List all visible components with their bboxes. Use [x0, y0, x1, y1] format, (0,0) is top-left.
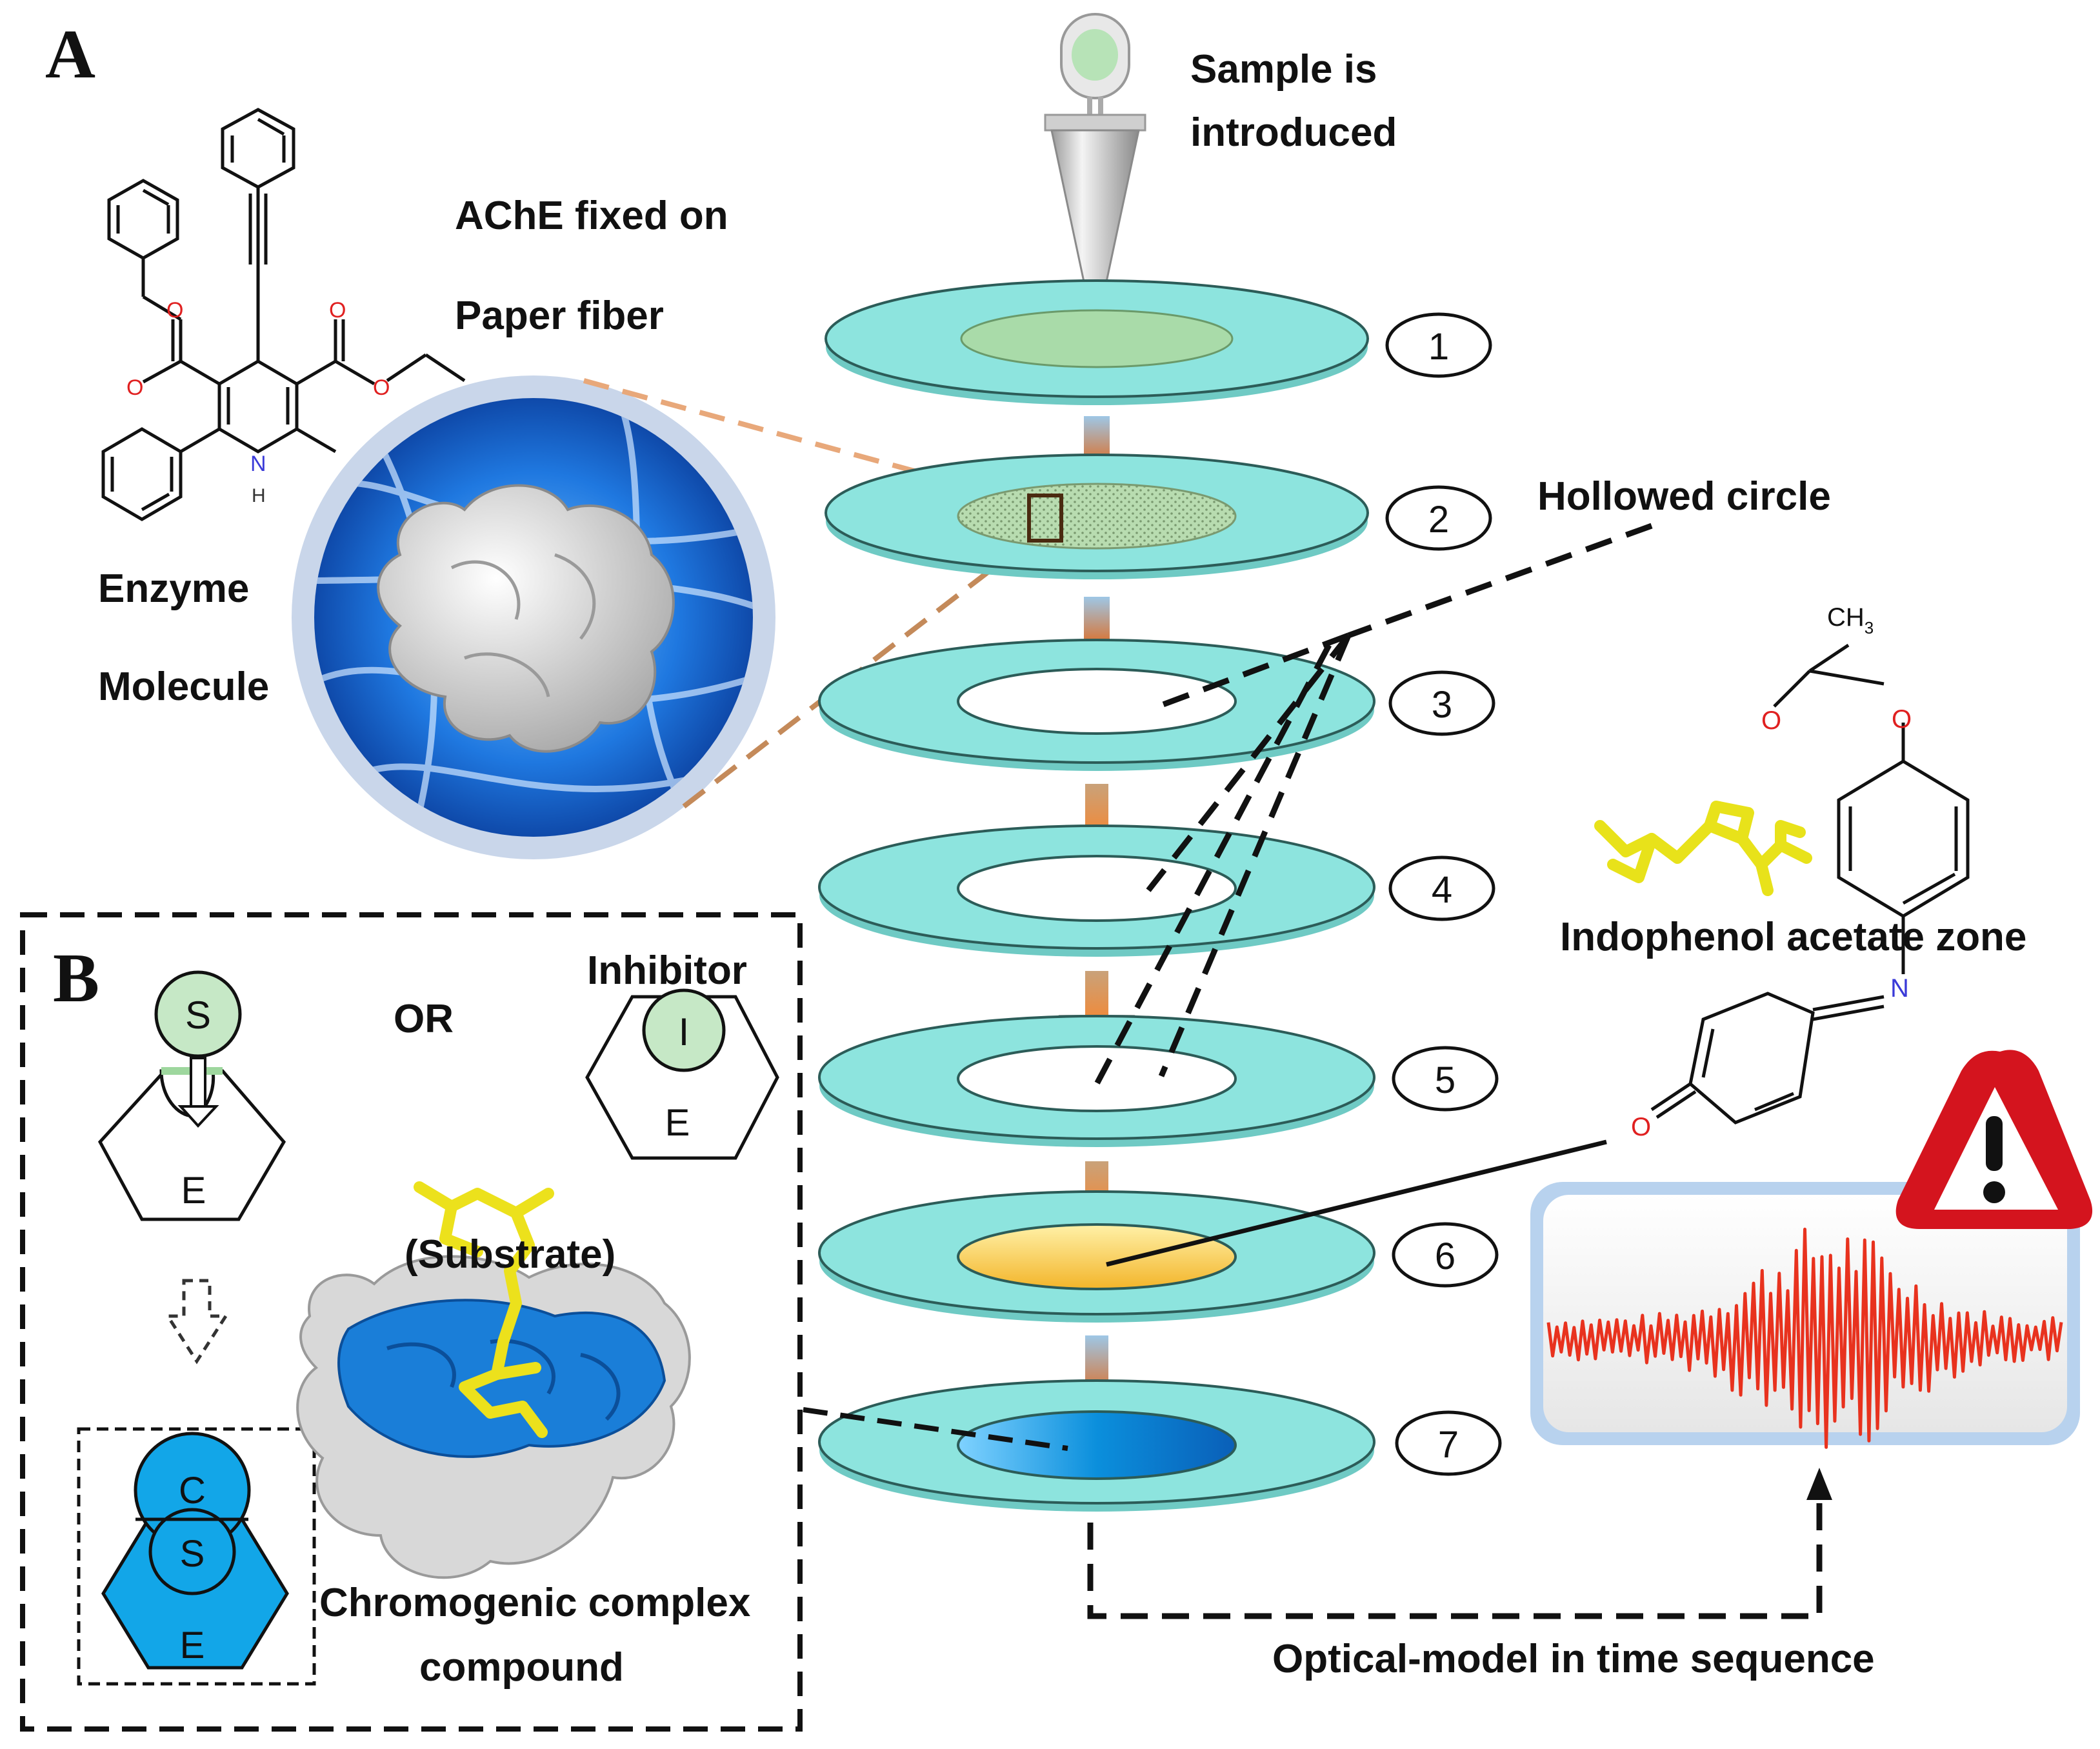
hollow-zone [957, 855, 1237, 922]
or-label: OR [394, 997, 454, 1041]
substrate-symbol: S [185, 994, 211, 1037]
chromogenic-label-line-1: Chromogenic complex [319, 1581, 751, 1625]
layer-number-2: 2 [1385, 485, 1492, 551]
atom-oxygen: O [329, 298, 346, 323]
zoom-marker [1027, 494, 1063, 543]
pipette-icon [1044, 13, 1146, 298]
enzyme-symbol: E [181, 1170, 206, 1212]
atom-carbon-methyl: CH3 [1827, 603, 1874, 637]
enzyme-label: Enzyme Molecule [98, 566, 269, 709]
chromogenic-zone [957, 1410, 1237, 1480]
layer-disc-4 [818, 825, 1375, 957]
atom-oxygen: O [373, 375, 390, 400]
chromogenic-label-line-2: compound [419, 1645, 624, 1690]
sample-label-line-2: introduced [1190, 110, 1397, 155]
layer-number-6: 6 [1392, 1222, 1499, 1288]
atom-hydrogen: H [252, 485, 266, 506]
svg-text:4: 4 [1432, 869, 1452, 911]
inhibitor-label: Inhibitor [587, 948, 747, 993]
inhibitor-enzyme-schematic: I E [585, 988, 779, 1160]
sample-label: Sample is introduced [1190, 47, 1397, 155]
enzyme-symbol: E [665, 1102, 690, 1144]
layer-number-4: 4 [1388, 855, 1495, 921]
layer-disc-6 [818, 1190, 1375, 1323]
svg-text:1: 1 [1428, 326, 1449, 368]
atom-oxygen: O [1892, 705, 1912, 734]
substrate-label: (Substrate) [405, 1232, 615, 1277]
indophenol-zone-label: Indophenol acetate zone [1560, 915, 2026, 959]
warning-icon [1895, 1050, 2093, 1229]
dihydropyridine-structure [101, 108, 466, 521]
atom-nitrogen: N [250, 452, 266, 476]
layer-number-5: 5 [1392, 1046, 1499, 1112]
enzyme-fiber-circle [292, 375, 775, 859]
layer-number-3: 3 [1388, 670, 1495, 736]
layer-number-7: 7 [1395, 1410, 1502, 1476]
sample-label-line-1: Sample is [1190, 47, 1377, 92]
hollowed-circle-leaders [1094, 523, 1653, 1086]
ache-label-line-1: AChE fixed on [455, 194, 728, 238]
atom-oxygen: O [1631, 1113, 1651, 1141]
enzyme-label-line-1: Enzyme [98, 566, 249, 611]
indophenol-acetate-structure [1650, 643, 1970, 1124]
atom-oxygen: O [166, 298, 183, 323]
indophenol-zone [957, 1223, 1237, 1290]
atom-nitrogen: N [1890, 974, 1909, 1003]
panel-b-leader [803, 1407, 1068, 1451]
complex-symbol-e: E [180, 1624, 205, 1666]
protein-substrate-render [296, 1181, 691, 1579]
panel-label-b: B [53, 940, 99, 1017]
svg-text:3: 3 [1432, 684, 1452, 726]
optical-model-label: Optical-model in time sequence [1272, 1637, 1875, 1681]
substrate-enzyme-schematic: S E [97, 970, 286, 1221]
sample-zone [960, 309, 1234, 368]
svg-text:6: 6 [1435, 1235, 1455, 1277]
indophenol-leader [1106, 1139, 1607, 1267]
process-arrow-icon [165, 1279, 229, 1364]
complex-symbol-c: C [179, 1470, 206, 1512]
stick-molecule-yellow [1594, 801, 1812, 896]
ache-label-line-2: Paper fiber [455, 294, 664, 338]
layer-disc-2 [825, 454, 1369, 579]
complex-frame [77, 1427, 316, 1686]
svg-text:7: 7 [1438, 1424, 1459, 1466]
signal-monitor [1530, 1182, 2080, 1449]
hollow-zone [957, 668, 1237, 735]
zoom-leader-top [583, 378, 998, 496]
layer-stack [818, 279, 1375, 1512]
layer-disc-7 [818, 1379, 1375, 1512]
signal-waveform [1546, 1227, 2063, 1449]
panel-b-frame [20, 912, 803, 1732]
atom-oxygen: O [126, 375, 143, 400]
enzyme-label-line-2: Molecule [98, 665, 269, 709]
chromogenic-label: Chromogenic complex compound [319, 1581, 751, 1690]
svg-text:5: 5 [1435, 1059, 1455, 1101]
panel-label-a: A [45, 16, 95, 93]
complex-schematic: C S E [101, 1432, 289, 1670]
inhibitor-symbol: I [679, 1010, 690, 1054]
atom-oxygen: O [1761, 706, 1781, 735]
layer-disc-1 [825, 279, 1369, 405]
complex-symbol-s: S [180, 1533, 205, 1575]
optical-loop [1087, 1468, 1832, 1619]
hollowed-circle-label: Hollowed circle [1537, 474, 1831, 519]
enzyme-protein-surface [377, 484, 675, 753]
layer-number-1: 1 [1385, 312, 1492, 378]
enzyme-zone [957, 483, 1237, 550]
layer-disc-3 [818, 639, 1375, 771]
ache-label: AChE fixed on Paper fiber [455, 194, 728, 338]
svg-text:2: 2 [1428, 499, 1449, 541]
